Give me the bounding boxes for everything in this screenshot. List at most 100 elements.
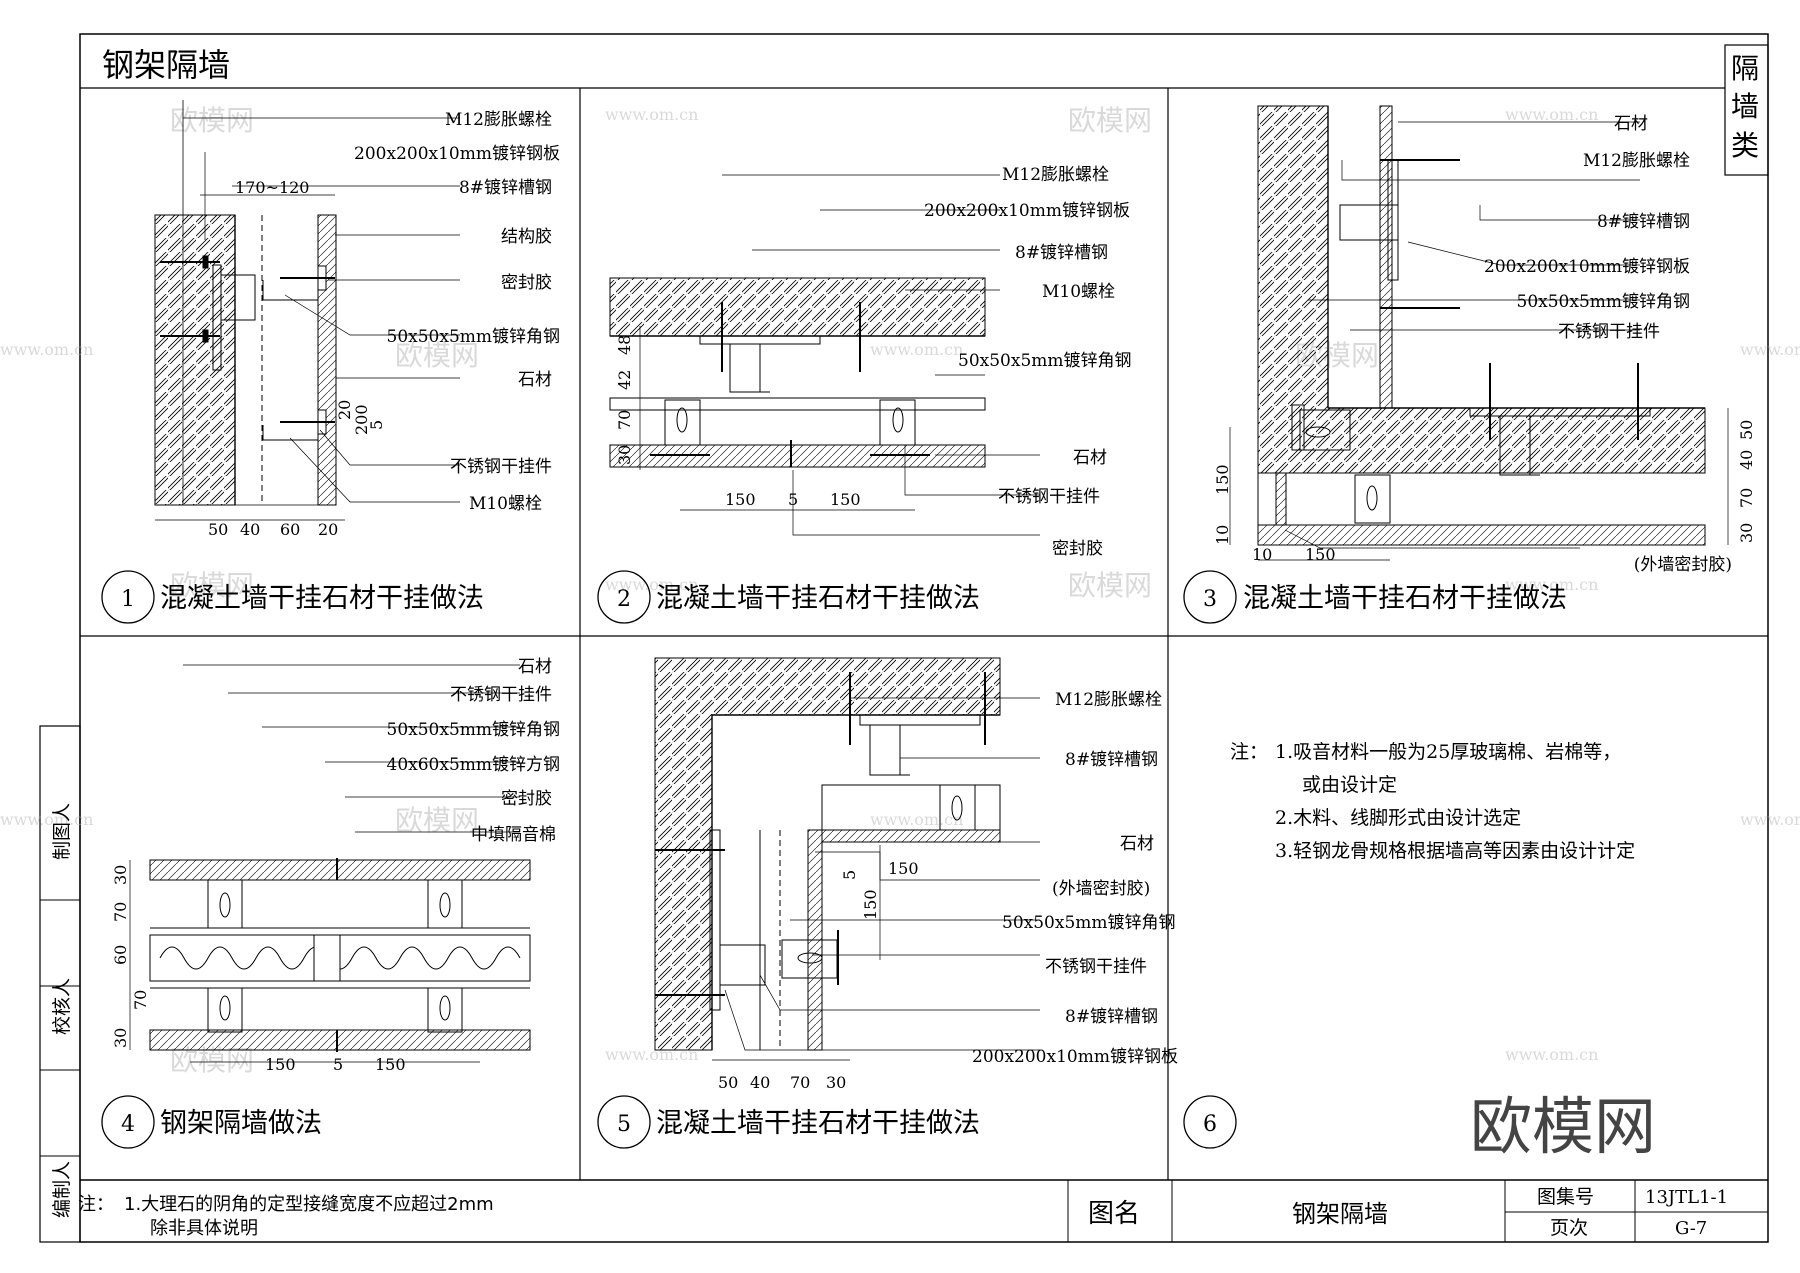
left-strip-drafter: 制图人	[51, 803, 73, 860]
panel-5-label-1: M12膨胀螺栓	[1055, 690, 1162, 710]
watermark-url-4: www.om.cn	[870, 340, 963, 359]
watermark-url-5: www.om.cn	[1740, 340, 1800, 359]
panel-5-dim-7: 30	[826, 1073, 846, 1092]
panel-6-note-3: 3.轻钢龙骨规格根据墙高等因素由设计计定	[1275, 840, 1635, 862]
panel-6-caption: 6	[1183, 1095, 1237, 1149]
panel-2-dim-5: 150	[725, 490, 756, 509]
panel-3-dims: 50 40 70 30 150 10 10 150	[1213, 420, 1756, 564]
panel-3-number-circle	[1183, 570, 1237, 624]
panel-2-dim-4: 30	[615, 445, 634, 465]
panel-2-drawing	[609, 174, 1040, 536]
panel-3-title: 混凝土墙干挂石材干挂做法	[1243, 583, 1567, 614]
panel-1-dim-6: 20	[335, 400, 354, 420]
panel-1-dim-3: 40	[240, 520, 260, 539]
watermark-url-1: www.om.cn	[605, 105, 698, 124]
panel-4-title: 钢架隔墙做法	[160, 1108, 322, 1139]
panel-1-dims: 170~120 50 40 60 20 20 200 5	[208, 178, 386, 539]
panel-4-number-circle	[101, 1095, 155, 1149]
panel-1-label-6: 50x50x5mm镀锌角钢	[387, 327, 561, 347]
panel-6-notes-prefix: 注：	[1230, 741, 1268, 763]
panel-5-dim-4: 50	[718, 1073, 738, 1092]
panel-1-label-5: 密封胶	[501, 273, 552, 293]
panel-6-number: 6	[1203, 1112, 1217, 1137]
panel-1-label-4: 结构胶	[501, 227, 552, 247]
footer-page-value: G-7	[1675, 1218, 1707, 1239]
panel-4-dim-4: 70	[131, 990, 150, 1010]
panel-4-dim-2: 70	[111, 902, 130, 922]
panel-4-label-2: 不锈钢干挂件	[450, 685, 552, 705]
panel-1-dim-4: 60	[280, 520, 300, 539]
footer-atlas-value: 13JTL1-1	[1645, 1187, 1728, 1208]
panel-4-dim-1: 30	[111, 865, 130, 885]
panel-5-caption: 5 混凝土墙干挂石材干挂做法	[597, 1095, 980, 1149]
panel-4-caption: 4 钢架隔墙做法	[101, 1095, 322, 1149]
panel-2-caption: 2 混凝土墙干挂石材干挂做法	[597, 570, 980, 624]
left-strip-checker: 校核人	[51, 978, 73, 1035]
panel-2-label-2: 200x200x10mm镀锌钢板	[924, 201, 1130, 221]
watermark-logo-2: 欧模网	[1068, 104, 1152, 137]
panel-3-dim-2: 40	[1737, 450, 1756, 470]
panel-5-dim-2: 5	[840, 870, 859, 880]
panel-3-dim-8: 150	[1305, 545, 1336, 564]
panel-4-number: 4	[121, 1112, 135, 1137]
panel-5-label-3: 石材	[1120, 834, 1154, 854]
watermark-url-12: www.om.cn	[1505, 1045, 1598, 1064]
panel-3-label-7: (外墙密封胶)	[1634, 555, 1732, 575]
panel-5-label-2: 8#镀锌槽钢	[1065, 750, 1158, 770]
panel-3-dim-7: 10	[1252, 545, 1272, 564]
footer-note-line2: 除非具体说明	[150, 1218, 258, 1239]
panel-1-number-circle	[101, 570, 155, 624]
panel-5-labels: M12膨胀螺栓 8#镀锌槽钢 石材 (外墙密封胶) 50x50x5mm镀锌角钢 …	[972, 690, 1178, 1067]
panel-1-label-2: 200x200x10mm镀锌钢板	[354, 144, 560, 164]
footer-page-label: 页次	[1550, 1217, 1588, 1239]
panel-1-dim-2: 50	[208, 520, 228, 539]
panel-2-label-7: 不锈钢干挂件	[998, 487, 1100, 507]
panel-5-dims: 150 5 150 50 40 70 30	[718, 859, 919, 1092]
panel-2-number-circle	[597, 570, 651, 624]
panel-5-drawing	[654, 657, 1040, 1061]
panel-1-dim-7: 200	[352, 404, 371, 435]
panel-6-notes: 注： 1.吸音材料一般为25厚玻璃棉、岩棉等， 或由设计定 2.木料、线脚形式由…	[1230, 741, 1635, 862]
panel-1-labels: M12膨胀螺栓 200x200x10mm镀锌钢板 8#镀锌槽钢 结构胶 密封胶 …	[354, 110, 560, 514]
panel-5-label-4: (外墙密封胶)	[1052, 879, 1150, 899]
panel-4-dims: 30 70 60 70 30 150 5 150	[111, 865, 406, 1074]
panel-1-drawing	[154, 100, 460, 521]
panel-1-dim-1: 170~120	[235, 178, 309, 197]
panel-1-label-7: 石材	[518, 370, 552, 390]
watermark-url-9: www.om.cn	[870, 810, 963, 829]
panel-4-label-5: 密封胶	[501, 789, 552, 809]
panel-6-number-circle	[1183, 1095, 1237, 1149]
watermark-url-2: www.om.cn	[1505, 105, 1598, 124]
side-category-2: 墙	[1731, 90, 1759, 123]
panel-3-dim-1: 50	[1737, 420, 1756, 440]
panel-1-dim-8: 5	[367, 420, 386, 430]
panel-2-title: 混凝土墙干挂石材干挂做法	[656, 583, 980, 614]
panel-3-dim-5: 150	[1213, 464, 1232, 495]
panel-3-dim-4: 30	[1737, 523, 1756, 543]
panel-5-dim-6: 70	[790, 1073, 810, 1092]
panel-4-label-1: 石材	[518, 657, 552, 677]
panel-3-dim-3: 70	[1737, 488, 1756, 508]
panel-6-note-2: 2.木料、线脚形式由设计选定	[1275, 807, 1521, 829]
panel-3-label-2: M12膨胀螺栓	[1583, 151, 1690, 171]
side-category-1: 隔	[1731, 52, 1759, 85]
panel-1-label-8: 不锈钢干挂件	[450, 457, 552, 477]
panel-4-labels: 石材 不锈钢干挂件 50x50x5mm镀锌角钢 40x60x5mm镀锌方钢 密封…	[387, 657, 561, 845]
panel-2-dim-6: 5	[788, 490, 798, 509]
panel-2-dims: 48 42 70 30 150 5 150	[615, 335, 861, 509]
panel-5-title: 混凝土墙干挂石材干挂做法	[656, 1108, 980, 1139]
panel-1-label-1: M12膨胀螺栓	[445, 110, 552, 130]
footer: 注： 1.大理石的阴角的定型接缝宽度不应超过2mm 除非具体说明 图名 钢架隔墙…	[78, 1186, 1728, 1239]
panel-4-dim-5: 30	[111, 1028, 130, 1048]
watermark-url-3: www.om.cn	[0, 340, 93, 359]
footer-atlas-label: 图集号	[1537, 1186, 1594, 1208]
panel-1-label-3: 8#镀锌槽钢	[459, 178, 552, 198]
watermark-logo-1: 欧模网	[170, 104, 254, 137]
panel-5-dim-5: 40	[750, 1073, 770, 1092]
panel-4-dim-8: 150	[375, 1055, 406, 1074]
panel-4-dim-6: 150	[265, 1055, 296, 1074]
panel-6-note-1b: 或由设计定	[1302, 774, 1397, 796]
panel-5-label-8: 200x200x10mm镀锌钢板	[972, 1047, 1178, 1067]
watermark-logo-6: 欧模网	[1068, 569, 1152, 602]
